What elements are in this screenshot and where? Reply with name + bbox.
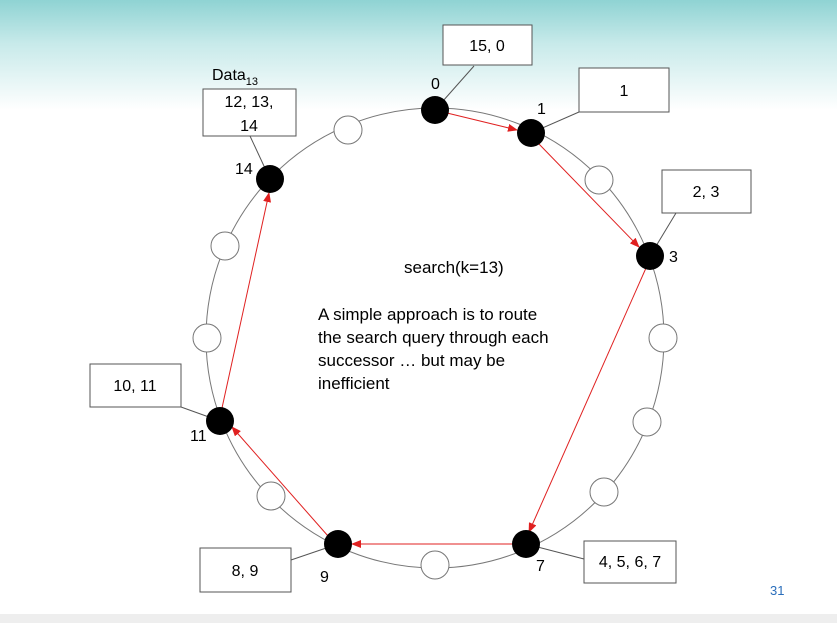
node-11 xyxy=(206,407,234,435)
route-arrow-9-11 xyxy=(231,426,329,537)
data-box-7-text: 4, 5, 6, 7 xyxy=(599,554,661,571)
data-box-11-text: 10, 11 xyxy=(113,378,156,395)
data-box-9-text: 8, 9 xyxy=(232,563,259,580)
data-box-14 xyxy=(202,88,297,137)
data-box-3 xyxy=(661,169,752,214)
route-arrow-3-7 xyxy=(528,267,647,533)
data-box-1 xyxy=(578,67,670,113)
node-label-14: 14 xyxy=(235,161,253,178)
data-box-0 xyxy=(442,24,533,66)
route-arrow-11-14 xyxy=(221,192,271,409)
empty-position-8 xyxy=(420,550,450,580)
node-label-0: 0 xyxy=(431,76,440,93)
node-label-9: 9 xyxy=(320,569,329,586)
data-set-label: Data13 xyxy=(212,67,258,88)
node-9 xyxy=(324,530,352,558)
node-label-11: 11 xyxy=(190,428,207,445)
data-boxes xyxy=(89,24,752,593)
empty-position-13 xyxy=(210,231,240,261)
page-number: 31 xyxy=(770,583,784,598)
description-line-3: successor … but may be xyxy=(318,351,505,370)
data-set-label-subscript: 13 xyxy=(246,76,258,88)
node-label-3: 3 xyxy=(669,249,678,266)
data-box-14-text-line1: 12, 13, xyxy=(225,94,274,111)
search-call-label: search(k=13) xyxy=(404,258,504,277)
data-box-7 xyxy=(583,540,677,584)
data-box-0-text: 15, 0 xyxy=(469,38,505,55)
description-line-4: inefficient xyxy=(318,374,390,393)
route-arrow-0-1 xyxy=(446,112,518,132)
description-line-1: A simple approach is to route xyxy=(318,305,537,324)
node-3 xyxy=(636,242,664,270)
data-box-9 xyxy=(199,547,292,593)
routing-path xyxy=(221,112,647,548)
route-arrow-1-3 xyxy=(537,142,640,248)
empty-position-4 xyxy=(648,323,678,353)
empty-position-5 xyxy=(632,407,662,437)
active-nodes xyxy=(206,96,664,558)
data-box-1-text: 1 xyxy=(620,83,629,100)
node-0 xyxy=(421,96,449,124)
data-box-14-text-line2: 14 xyxy=(240,118,258,135)
data-box-3-text: 2, 3 xyxy=(693,184,720,201)
empty-position-6 xyxy=(589,477,619,507)
node-7 xyxy=(512,530,540,558)
header-gradient-band xyxy=(0,0,837,110)
empty-position-2 xyxy=(584,165,614,195)
data-set-label-main: Data xyxy=(212,67,246,84)
node-label-7: 7 xyxy=(536,558,545,575)
empty-positions xyxy=(192,115,678,580)
node-label-1: 1 xyxy=(537,101,546,118)
node-1 xyxy=(517,119,545,147)
empty-position-10 xyxy=(256,481,286,511)
empty-position-15 xyxy=(333,115,363,145)
footer-strip xyxy=(0,614,837,623)
data-box-11 xyxy=(89,363,182,408)
description-line-2: the search query through each xyxy=(318,328,549,347)
node-14 xyxy=(256,165,284,193)
empty-position-12 xyxy=(192,323,222,353)
